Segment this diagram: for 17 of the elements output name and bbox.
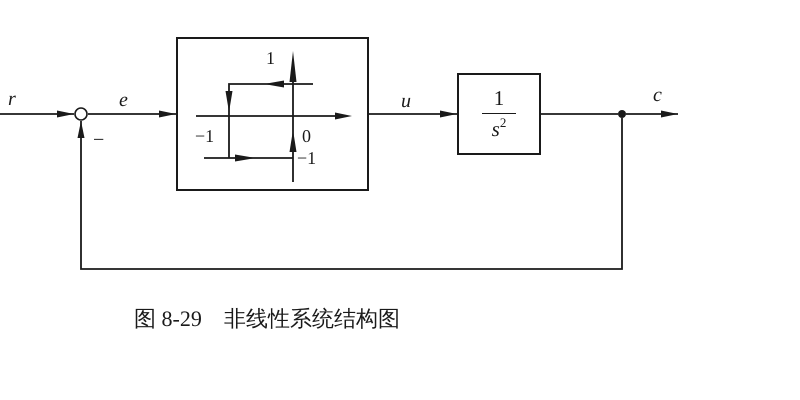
branch-point	[618, 110, 626, 118]
figure-caption: 图 8-29 非线性系统结构图	[134, 308, 400, 330]
transfer-function-block	[457, 73, 541, 155]
signal-label: c	[653, 85, 662, 105]
arrow	[626, 110, 678, 118]
signal-label: u	[401, 91, 411, 111]
arrow	[78, 118, 623, 270]
arrow	[0, 110, 74, 118]
connector-line	[541, 113, 618, 115]
arrow	[369, 110, 457, 118]
arrow	[88, 110, 176, 118]
summing-junction	[74, 107, 88, 121]
signal-label: r	[8, 89, 16, 109]
denominator: s$^{2}$	[492, 119, 506, 140]
numerator: 1	[494, 88, 504, 109]
minus-sign: −	[93, 130, 104, 150]
signal-label: e	[119, 90, 128, 110]
